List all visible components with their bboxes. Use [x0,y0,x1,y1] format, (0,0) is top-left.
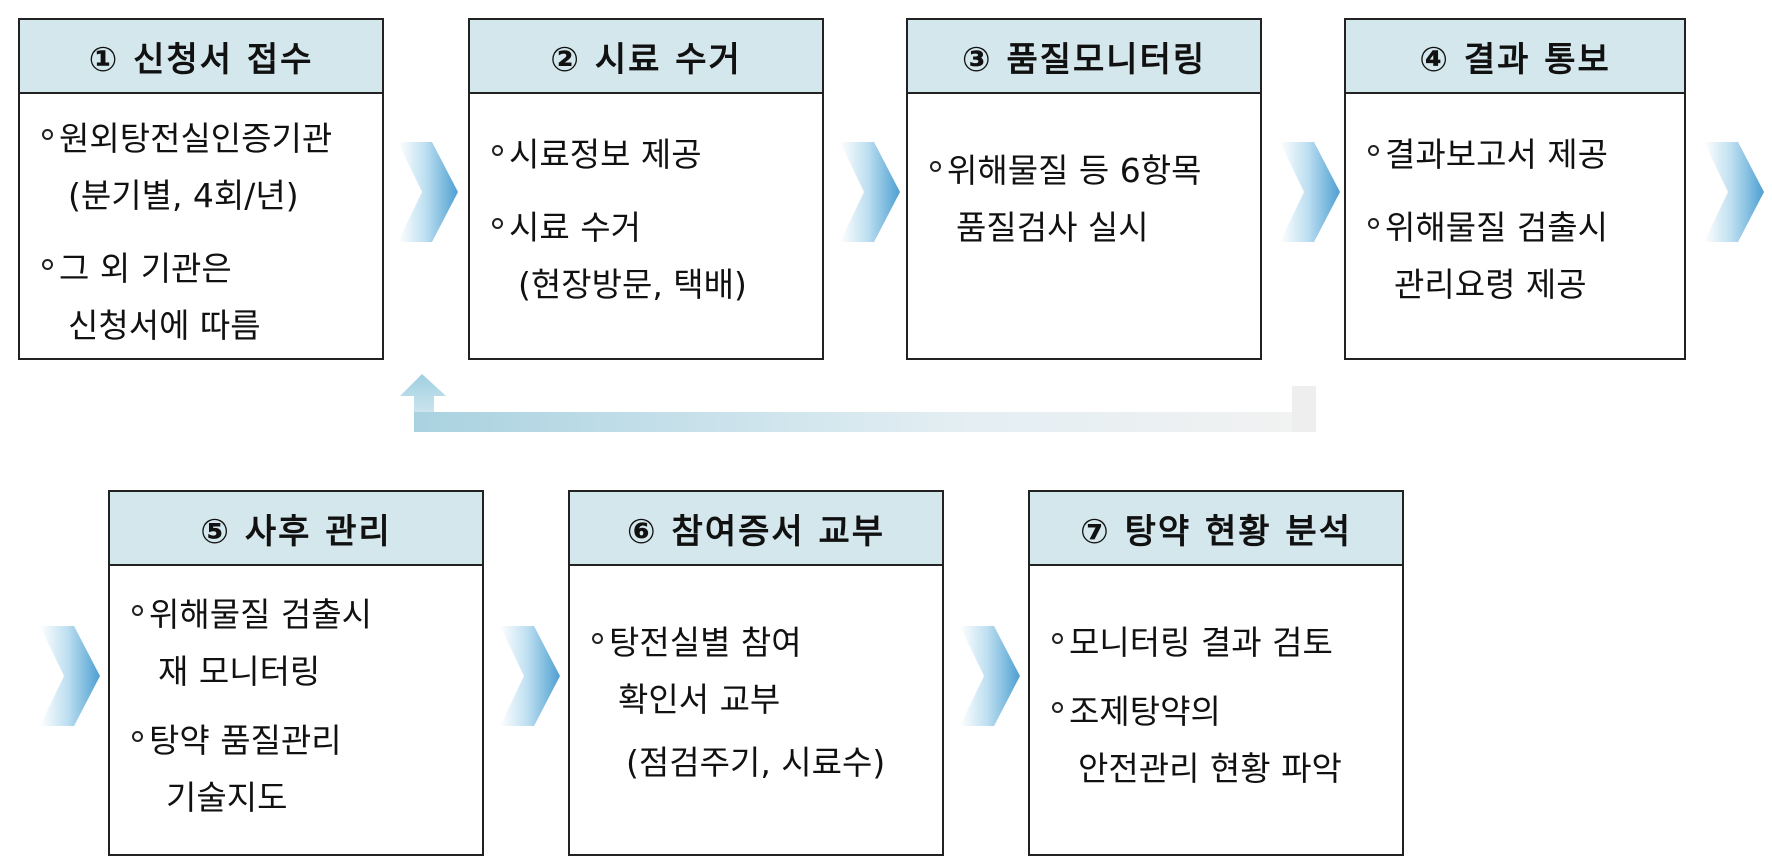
step-1-application: ① 신청서 접수 원외탕전실인증기관 (분기별, 4회/년) 그 외 기관은 신… [18,18,384,360]
step-3-bullet-1: 위해물질 등 6항목 품질검사 실시 [930,142,1244,256]
bullet-dot-icon [930,161,941,172]
step-4-bullet-1: 결과보고서 제공 [1368,126,1668,183]
step-6-bullet-1: 탕전실별 참여 확인서 교부 (점검주기, 시료수) [592,614,926,791]
right-arrow-icon [40,626,100,726]
right-arrow-icon [398,142,458,242]
step-4-title: ④ 결과 통보 [1346,20,1684,94]
bullet-dot-icon [592,633,603,644]
step-5-bullet-2: 탕약 품질관리 기술지도 [132,712,466,826]
bullet-dot-icon [492,218,503,229]
step-4-bullet-2: 위해물질 검출시 관리요령 제공 [1368,199,1668,313]
step-5-title: ⑤ 사후 관리 [110,492,482,566]
right-arrow-icon [1280,142,1340,242]
step-3-quality-monitoring: ③ 품질모니터링 위해물질 등 6항목 품질검사 실시 [906,18,1262,360]
step-2-bullet-1: 시료정보 제공 [492,126,806,183]
bullet-dot-icon [1052,702,1063,713]
step-3-title: ③ 품질모니터링 [908,20,1260,94]
bullet-dot-icon [132,731,143,742]
step-7-status-analysis: ⑦ 탕약 현황 분석 모니터링 결과 검토 조제탕약의 안전관리 현황 파악 [1028,490,1404,856]
step-1-bullet-2: 그 외 기관은 신청서에 따름 [42,240,366,354]
step-7-bullet-2: 조제탕약의 안전관리 현황 파악 [1052,683,1386,797]
step-2-sample-collection: ② 시료 수거 시료정보 제공 시료 수거 (현장방문, 택배) [468,18,824,360]
right-arrow-icon [500,626,560,726]
right-arrow-icon [960,626,1020,726]
step-1-bullet-1: 원외탕전실인증기관 (분기별, 4회/년) [42,110,366,224]
step-5-bullet-1: 위해물질 검출시 재 모니터링 [132,586,466,700]
right-arrow-icon [840,142,900,242]
step-2-title: ② 시료 수거 [470,20,822,94]
bullet-dot-icon [1368,218,1379,229]
return-arrow-icon [400,374,1316,432]
bullet-dot-icon [132,605,143,616]
right-arrow-icon [1704,142,1764,242]
step-7-bullet-1: 모니터링 결과 검토 [1052,614,1386,671]
step-2-bullet-2: 시료 수거 (현장방문, 택배) [492,199,806,313]
step-6-certificate: ⑥ 참여증서 교부 탕전실별 참여 확인서 교부 (점검주기, 시료수) [568,490,944,856]
bullet-dot-icon [42,259,53,270]
bullet-dot-icon [1052,633,1063,644]
step-1-title: ① 신청서 접수 [20,20,382,94]
bullet-dot-icon [1368,145,1379,156]
bullet-dot-icon [42,129,53,140]
step-4-result-notice: ④ 결과 통보 결과보고서 제공 위해물질 검출시 관리요령 제공 [1344,18,1686,360]
bullet-dot-icon [492,145,503,156]
step-5-follow-up: ⑤ 사후 관리 위해물질 검출시 재 모니터링 탕약 품질관리 기술지도 [108,490,484,856]
step-7-title: ⑦ 탕약 현황 분석 [1030,492,1402,566]
step-6-title: ⑥ 참여증서 교부 [570,492,942,566]
